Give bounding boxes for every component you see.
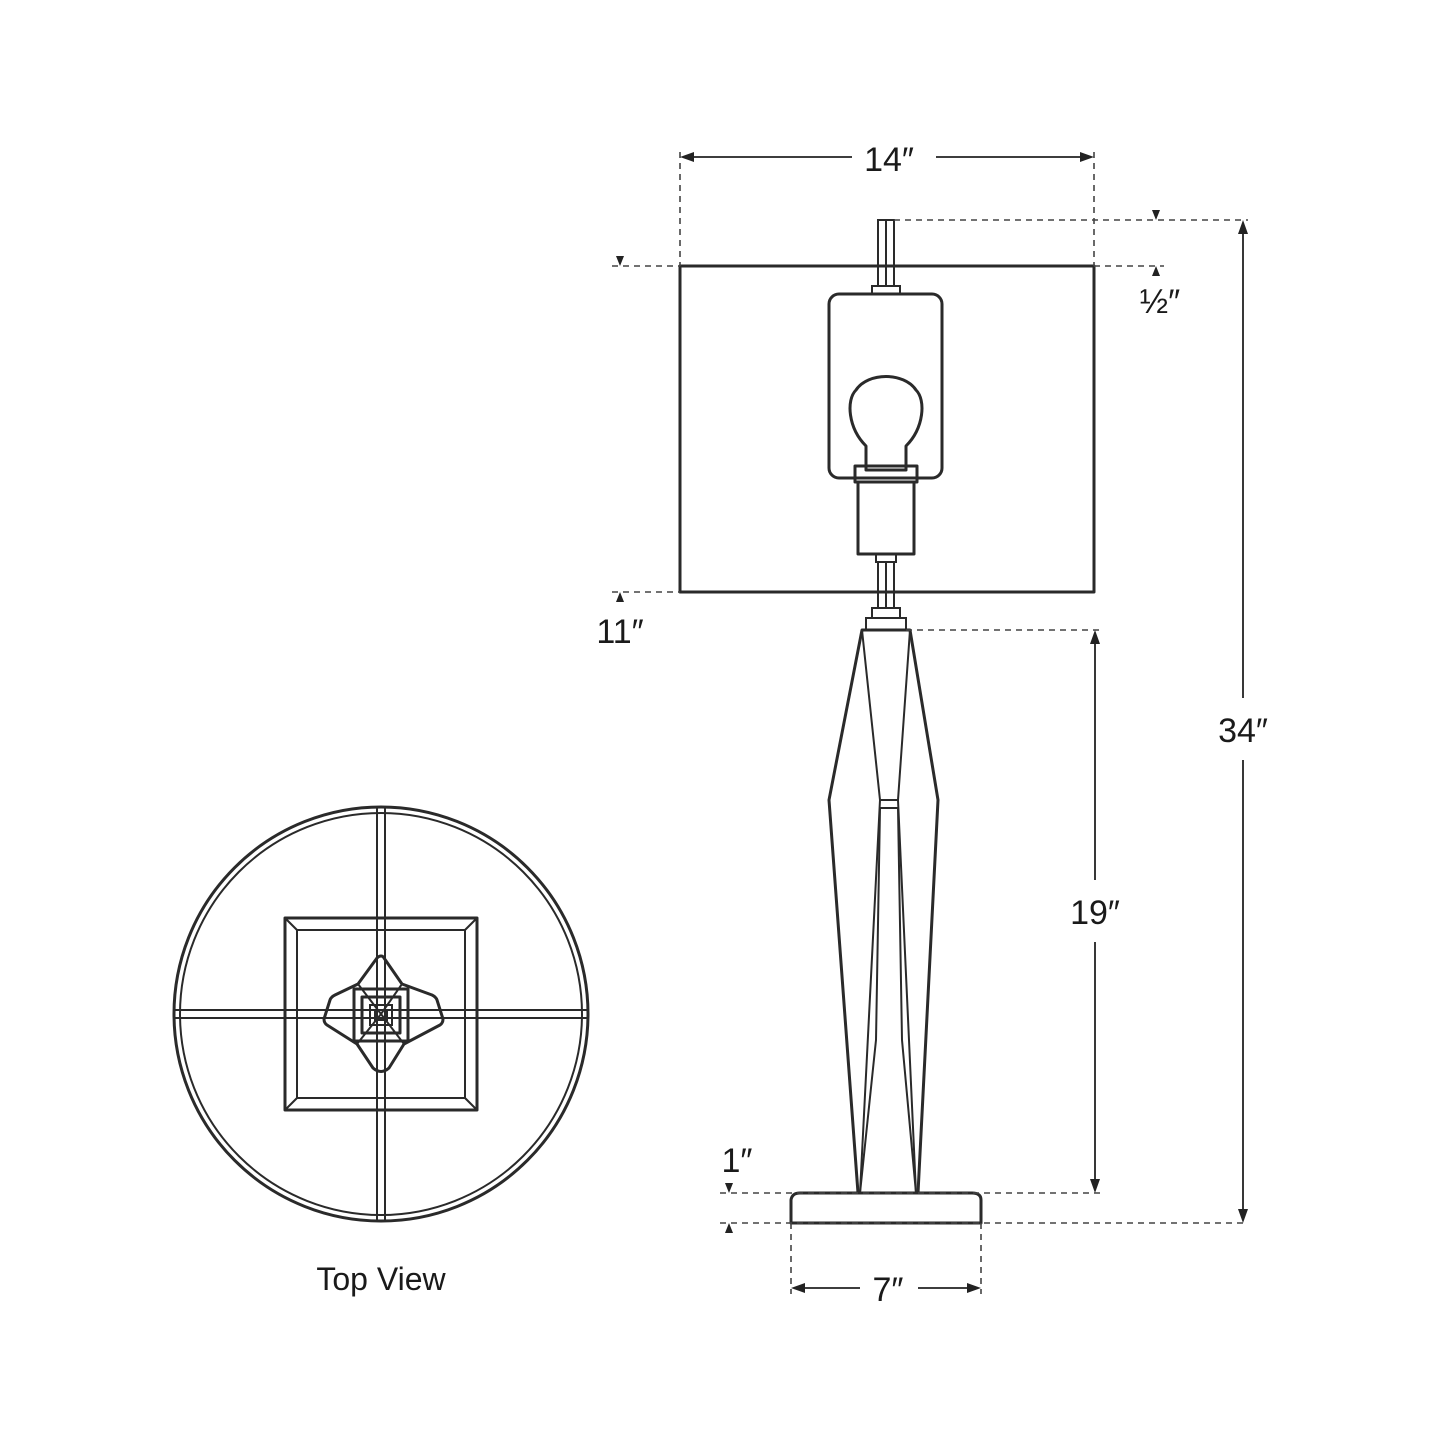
label-shade-width: 14″ xyxy=(864,141,914,179)
bulb-icon xyxy=(848,375,924,472)
socket-body xyxy=(856,480,916,556)
label-base-height: 1″ xyxy=(722,1142,753,1180)
label-shade-height: 11″ xyxy=(596,613,643,651)
top-view-base xyxy=(283,916,479,1112)
dimension-base-width: 7″ xyxy=(790,1223,982,1309)
dimension-overall-height: 34″ xyxy=(1218,220,1268,1223)
dimension-base-height: 1″ xyxy=(720,1142,1248,1233)
lamp-base xyxy=(789,1191,983,1225)
dimension-shade-width: 14″ xyxy=(679,141,1095,266)
lamp-side-view xyxy=(678,219,1096,1225)
dimension-finial-offset: ½″ xyxy=(894,210,1248,321)
top-view-socket-inner xyxy=(369,1004,393,1026)
dimension-shade-height: 11″ xyxy=(596,256,680,651)
top-view-socket-outer xyxy=(352,987,410,1043)
top-view: Top View xyxy=(172,805,590,1297)
label-overall-height: 34″ xyxy=(1218,712,1268,750)
socket-cup xyxy=(853,464,919,484)
label-base-width: 7″ xyxy=(873,1271,904,1309)
top-view-caption: Top View xyxy=(316,1261,446,1297)
faceted-body xyxy=(827,628,940,1195)
harp-frame xyxy=(827,292,944,480)
dimension-body-height: 19″ xyxy=(720,629,1120,1194)
top-view-body xyxy=(322,954,445,1073)
label-body-height: 19″ xyxy=(1070,894,1120,932)
label-finial-offset: ½″ xyxy=(1140,283,1180,321)
lamp-shade xyxy=(678,264,1096,594)
top-view-shade-rim xyxy=(172,805,590,1223)
